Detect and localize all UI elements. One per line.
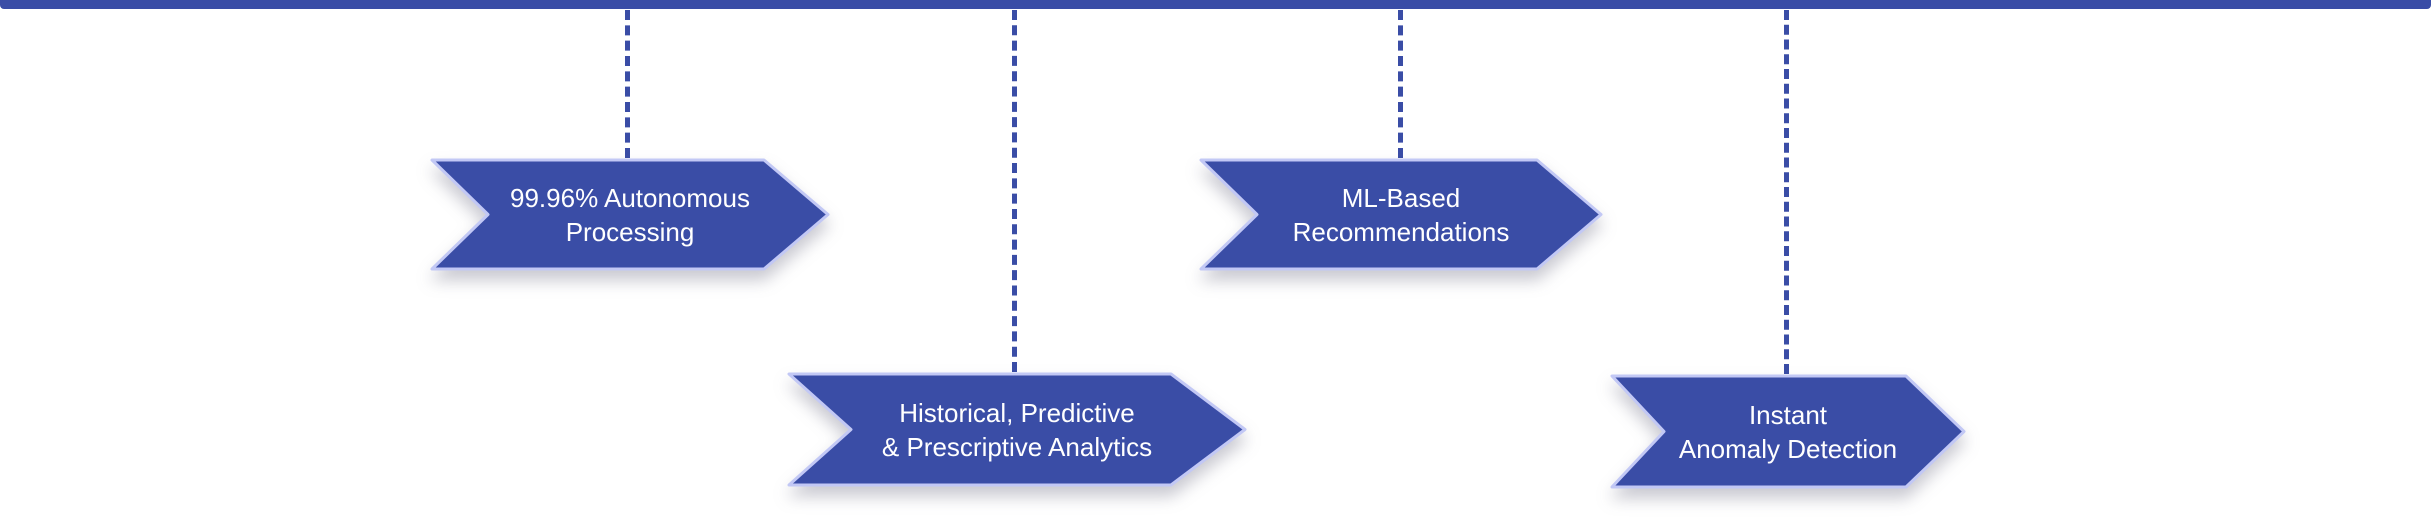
chevron-shape: [430, 158, 830, 271]
timeline-line: [0, 0, 2431, 9]
connector-2: [1012, 10, 1017, 372]
chevron-shape: [1199, 158, 1603, 271]
milestone-chevron-2: Historical, Predictive & Prescriptive An…: [787, 372, 1247, 487]
milestone-label-2: Historical, Predictive & Prescriptive An…: [881, 397, 1153, 462]
milestone-label-4: Instant Anomaly Detection: [1678, 399, 1898, 464]
milestone-label-3: ML-Based Recommendations: [1292, 182, 1510, 247]
chevron-shape: [787, 372, 1247, 487]
chevron-shape: [1610, 374, 1966, 489]
milestone-chevron-3: ML-Based Recommendations: [1199, 158, 1603, 271]
connector-1: [625, 10, 630, 158]
milestone-chevron-1: 99.96% Autonomous Processing: [430, 158, 830, 271]
milestone-label-1: 99.96% Autonomous Processing: [510, 182, 750, 247]
connector-4: [1784, 10, 1789, 374]
connector-3: [1398, 10, 1403, 158]
milestone-chevron-4: Instant Anomaly Detection: [1610, 374, 1966, 489]
